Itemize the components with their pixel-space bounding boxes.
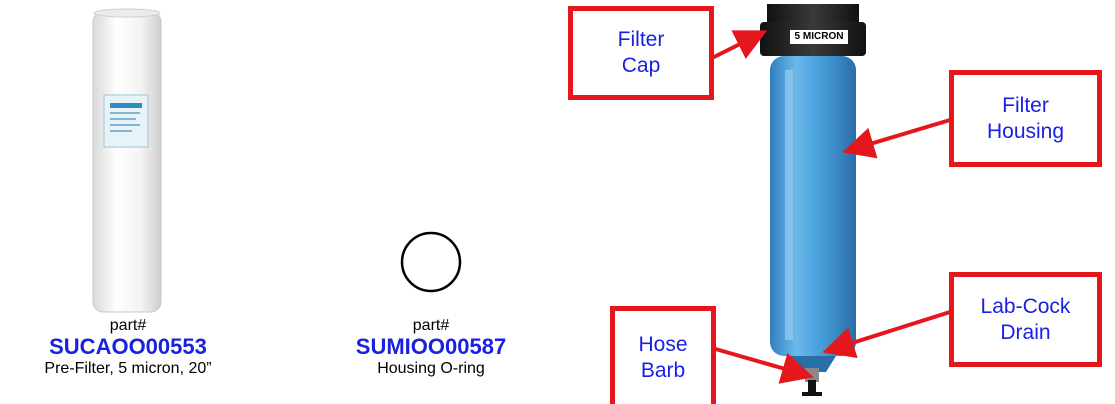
- part-hash-label: part#: [412, 317, 450, 334]
- pre-filter-cartridge-image: [92, 8, 162, 313]
- housing-cap-label: 5 MICRON: [794, 31, 844, 42]
- callout-line: Drain: [1000, 320, 1051, 344]
- part-number: SUMIOO00587: [355, 334, 507, 359]
- callout-line: Hose: [638, 332, 688, 356]
- arrow-lab-cock-drain: [822, 310, 951, 359]
- part-number: SUCAOO00553: [49, 334, 207, 359]
- callout-line: Barb: [640, 358, 686, 382]
- part-hash-label: part#: [109, 317, 147, 334]
- arrow-filter-housing: [842, 118, 951, 159]
- arrow-filter-cap: [711, 30, 768, 60]
- callout-line: Filter: [617, 28, 665, 51]
- part-caption-o-ring: part# SUMIOO00587 Housing O-ring: [318, 316, 544, 378]
- arrow-hose-barb: [711, 346, 814, 384]
- callout-line: Lab-Cock: [980, 294, 1071, 318]
- part-caption-prefilter: part# SUCAOO00553 Pre-Filter, 5 micron, …: [10, 316, 246, 378]
- callout-line: Filter: [1002, 93, 1049, 117]
- callout-line: Housing: [986, 119, 1065, 143]
- part-description: Housing O-ring: [377, 360, 485, 377]
- filter-housing-image: [760, 4, 866, 396]
- part-description: Pre-Filter, 5 micron, 20”: [44, 360, 212, 377]
- callout-arrows: [711, 30, 951, 384]
- callout-line: Cap: [621, 54, 661, 77]
- o-ring-image: [400, 231, 462, 293]
